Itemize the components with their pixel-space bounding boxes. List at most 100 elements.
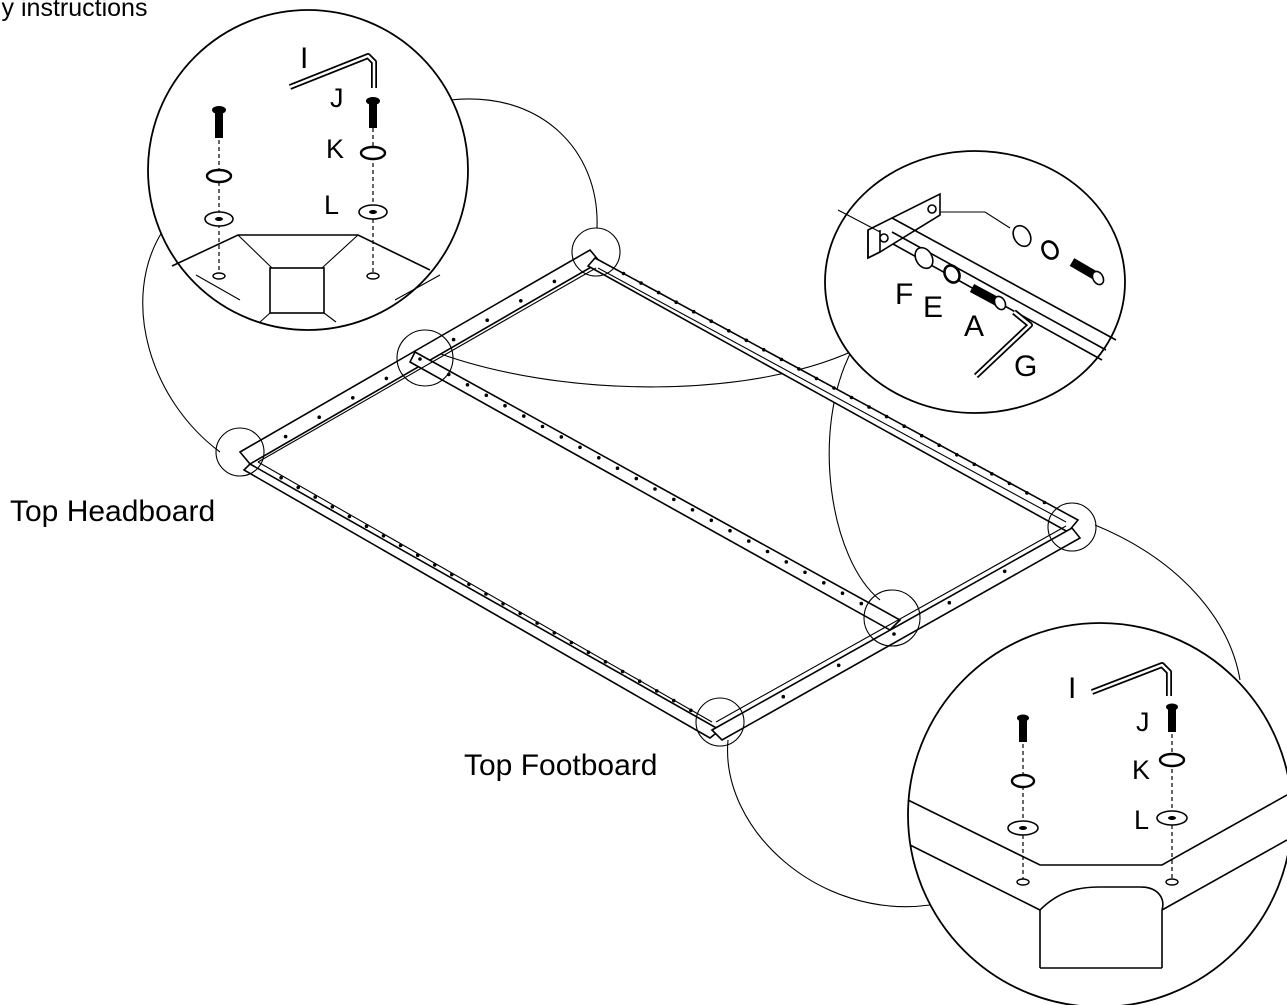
bolt-hole <box>503 403 507 408</box>
bolt-hole <box>384 376 389 381</box>
bolt-hole <box>317 415 322 420</box>
bolt-hole <box>655 689 659 693</box>
bolt-hole <box>744 338 749 343</box>
page-caption: ly instructions <box>0 0 147 22</box>
bolt-hole <box>822 581 826 585</box>
bolt-hole <box>398 543 403 548</box>
bolt-hole <box>637 679 642 683</box>
bed-frame <box>215 227 1097 747</box>
bolt-hole <box>1025 491 1029 495</box>
bolt-hole <box>351 396 355 400</box>
bolt-hole <box>709 319 713 324</box>
bolt-hole <box>559 435 564 439</box>
bolt-hole <box>586 650 591 654</box>
bolt-hole <box>840 591 845 595</box>
bolt-hole <box>674 300 678 305</box>
bolt-hole <box>450 572 454 577</box>
bolt-hole <box>1042 500 1047 505</box>
bolt-hole <box>283 434 288 439</box>
bolt-hole <box>501 601 505 606</box>
bolt-hole <box>672 698 676 703</box>
part-label-L: L <box>324 190 339 220</box>
bolt-hole <box>859 601 864 606</box>
part-label-A: A <box>964 310 984 343</box>
part-label-G: G <box>1014 350 1037 383</box>
bolt-hole <box>884 414 889 419</box>
part-label-F: F <box>895 278 913 311</box>
bolt-hole <box>418 357 422 361</box>
bolt-hole <box>689 708 693 713</box>
part-label-K-2: K <box>1132 755 1150 785</box>
bolt-hole <box>691 309 696 314</box>
callout-connectors <box>142 98 1241 908</box>
bolt-hole <box>762 348 766 352</box>
bolt-hole <box>849 395 854 400</box>
bolt-hole <box>797 367 801 371</box>
bolt-hole <box>484 592 488 596</box>
part-label-K: K <box>326 134 344 164</box>
bolt-hole <box>656 290 661 295</box>
bolt-hole <box>484 393 489 398</box>
bolt-hole <box>803 570 807 575</box>
bolt-hole <box>465 383 470 387</box>
bolt-hole <box>1007 481 1012 486</box>
bolt-hole <box>902 424 906 429</box>
bolt-hole <box>313 495 318 499</box>
bolt-hole <box>603 660 608 664</box>
part-label-I: I <box>300 42 308 75</box>
bolt-hole <box>540 424 545 429</box>
bolt-hole <box>747 539 751 543</box>
bolt-hole <box>653 487 657 491</box>
bolt-hole <box>522 414 526 418</box>
bolt-hole <box>709 518 714 523</box>
bolt-hole <box>972 462 977 467</box>
bolt-hole <box>620 669 625 674</box>
bolt-hole <box>415 553 420 557</box>
bolt-hole <box>279 475 283 480</box>
bolt-hole <box>814 376 819 381</box>
bolt-hole <box>892 632 896 636</box>
bolt-hole <box>467 582 471 587</box>
bolt-hole <box>535 621 539 625</box>
bolt-hole <box>621 271 626 276</box>
bolt-hole <box>690 508 695 512</box>
bolt-hole <box>779 357 784 362</box>
bolt-hole <box>569 640 574 645</box>
bolt-hole <box>990 472 994 476</box>
bolt-hole <box>832 386 836 390</box>
bolt-hole <box>296 485 301 490</box>
part-label-I-2: I <box>1068 672 1076 705</box>
part-label-J-2: J <box>1136 707 1150 737</box>
bolt-hole <box>634 476 639 481</box>
bolt-hole <box>937 443 941 448</box>
bolt-hole <box>330 505 335 509</box>
detail-top-right: F E A G <box>824 150 1126 414</box>
bolt-hole <box>364 524 369 528</box>
bolt-hole <box>578 445 582 450</box>
bolt-hole <box>781 694 786 699</box>
bolt-hole <box>765 549 770 554</box>
bolt-hole <box>485 318 490 323</box>
bolt-hole <box>639 281 643 285</box>
bolt-hole <box>597 456 601 460</box>
bolt-hole <box>433 563 437 567</box>
bolt-hole <box>867 405 871 409</box>
bolt-hole <box>1002 569 1007 574</box>
bolt-hole <box>955 453 959 457</box>
bolt-hole <box>836 663 841 668</box>
bolt-hole <box>518 611 522 616</box>
bolt-hole <box>784 560 789 564</box>
bolt-hole <box>727 329 731 333</box>
bolt-hole <box>947 600 952 605</box>
detail-top-left: I J K L <box>147 9 469 331</box>
bolt-hole <box>347 514 352 519</box>
bolt-hole <box>919 433 924 438</box>
bolt-hole <box>728 528 732 533</box>
detail-bottom-right: I J K L <box>907 622 1287 1005</box>
bolt-hole <box>552 279 557 284</box>
part-label-J: J <box>330 83 344 113</box>
bolt-hole <box>519 299 523 303</box>
label-top-footboard: Top Footboard <box>464 749 657 782</box>
bolt-hole <box>451 337 456 342</box>
